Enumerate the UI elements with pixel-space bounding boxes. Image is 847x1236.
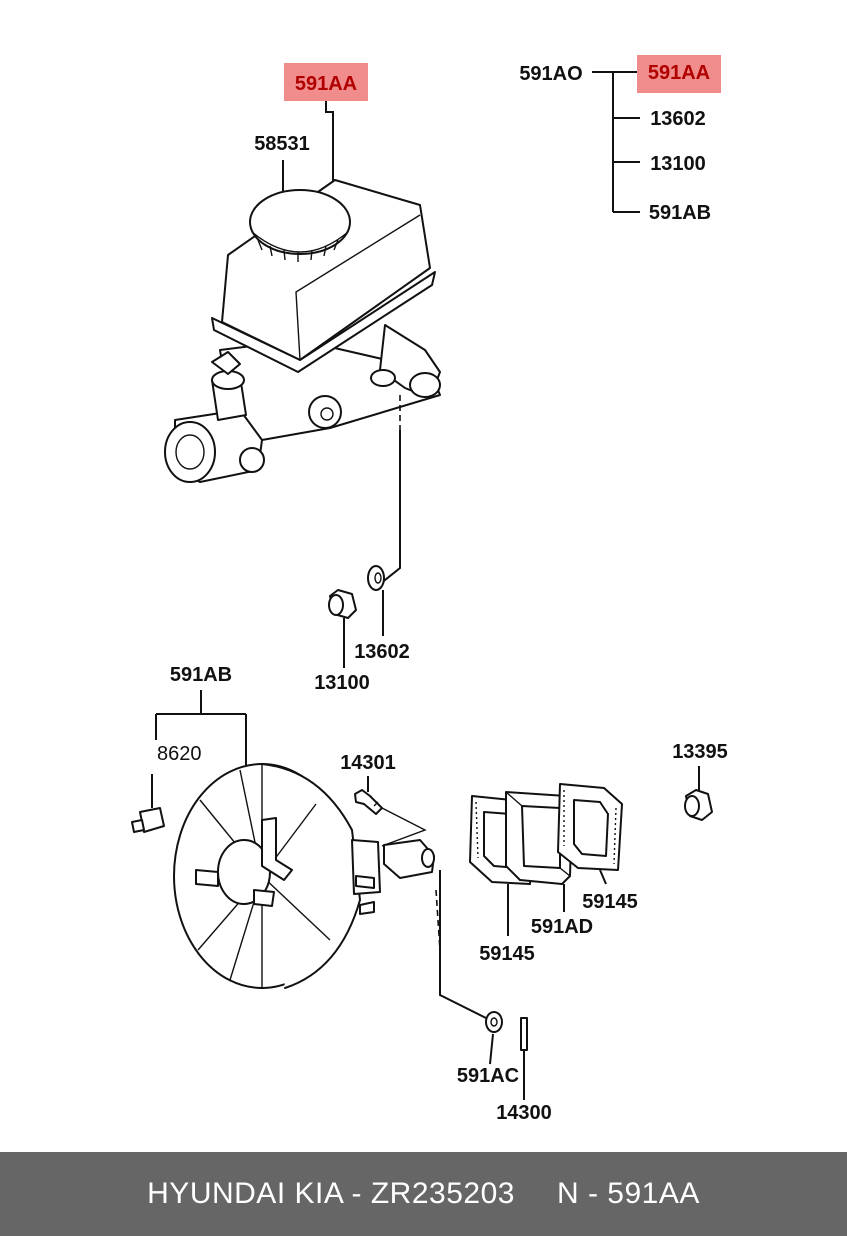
- footer-brand-part: HYUNDAI KIA - ZR235203: [147, 1177, 515, 1210]
- washer-13602: [367, 565, 385, 591]
- brake-booster: [173, 763, 381, 989]
- parts-diagram: 591AA 58531 591AO 591AA 13602 13100 591A…: [131, 55, 728, 1124]
- clevis-dash: [435, 889, 441, 951]
- label-8620: 8620: [157, 743, 202, 765]
- leader-clevis-clip: [439, 870, 491, 1021]
- leader-591ac: [489, 1033, 494, 1065]
- leader-cylinder-nut: [379, 430, 401, 585]
- label-591aa-top: 591AA: [295, 73, 357, 95]
- label-591ad: 591AD: [531, 916, 593, 938]
- label-13602: 13602: [354, 641, 410, 663]
- bolt-14301: [354, 789, 383, 815]
- nut-13100: [328, 589, 357, 619]
- clip-591ac: [485, 1011, 503, 1033]
- label-591ab-legend: 591AB: [649, 202, 711, 224]
- master-cylinder: [164, 179, 441, 483]
- pin-14300: [520, 1017, 528, 1051]
- label-13602-legend: 13602: [650, 108, 706, 130]
- leader-591aa-top: [325, 101, 334, 186]
- label-58531: 58531: [254, 133, 310, 155]
- label-13100: 13100: [314, 672, 370, 694]
- leader-591ab: [155, 690, 247, 842]
- top-highlight-box: [284, 63, 368, 101]
- label-13100-legend: 13100: [650, 153, 706, 175]
- label-59145-left: 59145: [479, 943, 535, 965]
- label-14300: 14300: [496, 1102, 552, 1124]
- clevis: [383, 839, 435, 879]
- leader-59145-right: [599, 869, 607, 885]
- legend-tree: [592, 71, 640, 213]
- label-59145-right: 59145: [582, 891, 638, 913]
- label-591ao: 591AO: [519, 63, 582, 85]
- label-591aa-legend: 591AA: [648, 62, 710, 84]
- label-13395: 13395: [672, 741, 728, 763]
- label-591ab: 591AB: [170, 664, 232, 686]
- label-591ac: 591AC: [457, 1065, 519, 1087]
- legend-highlight-box: [637, 55, 721, 93]
- footer-code: N - 591AA: [556, 1177, 700, 1210]
- label-14301: 14301: [340, 752, 396, 774]
- footer-bar: HYUNDAI KIA - ZR235203 N - 591AA: [0, 1152, 847, 1236]
- gasket-59145-right: [557, 783, 623, 871]
- nut-13395: [684, 789, 713, 821]
- booster-guide-lines: [381, 807, 427, 847]
- check-valve-8620: [131, 774, 165, 833]
